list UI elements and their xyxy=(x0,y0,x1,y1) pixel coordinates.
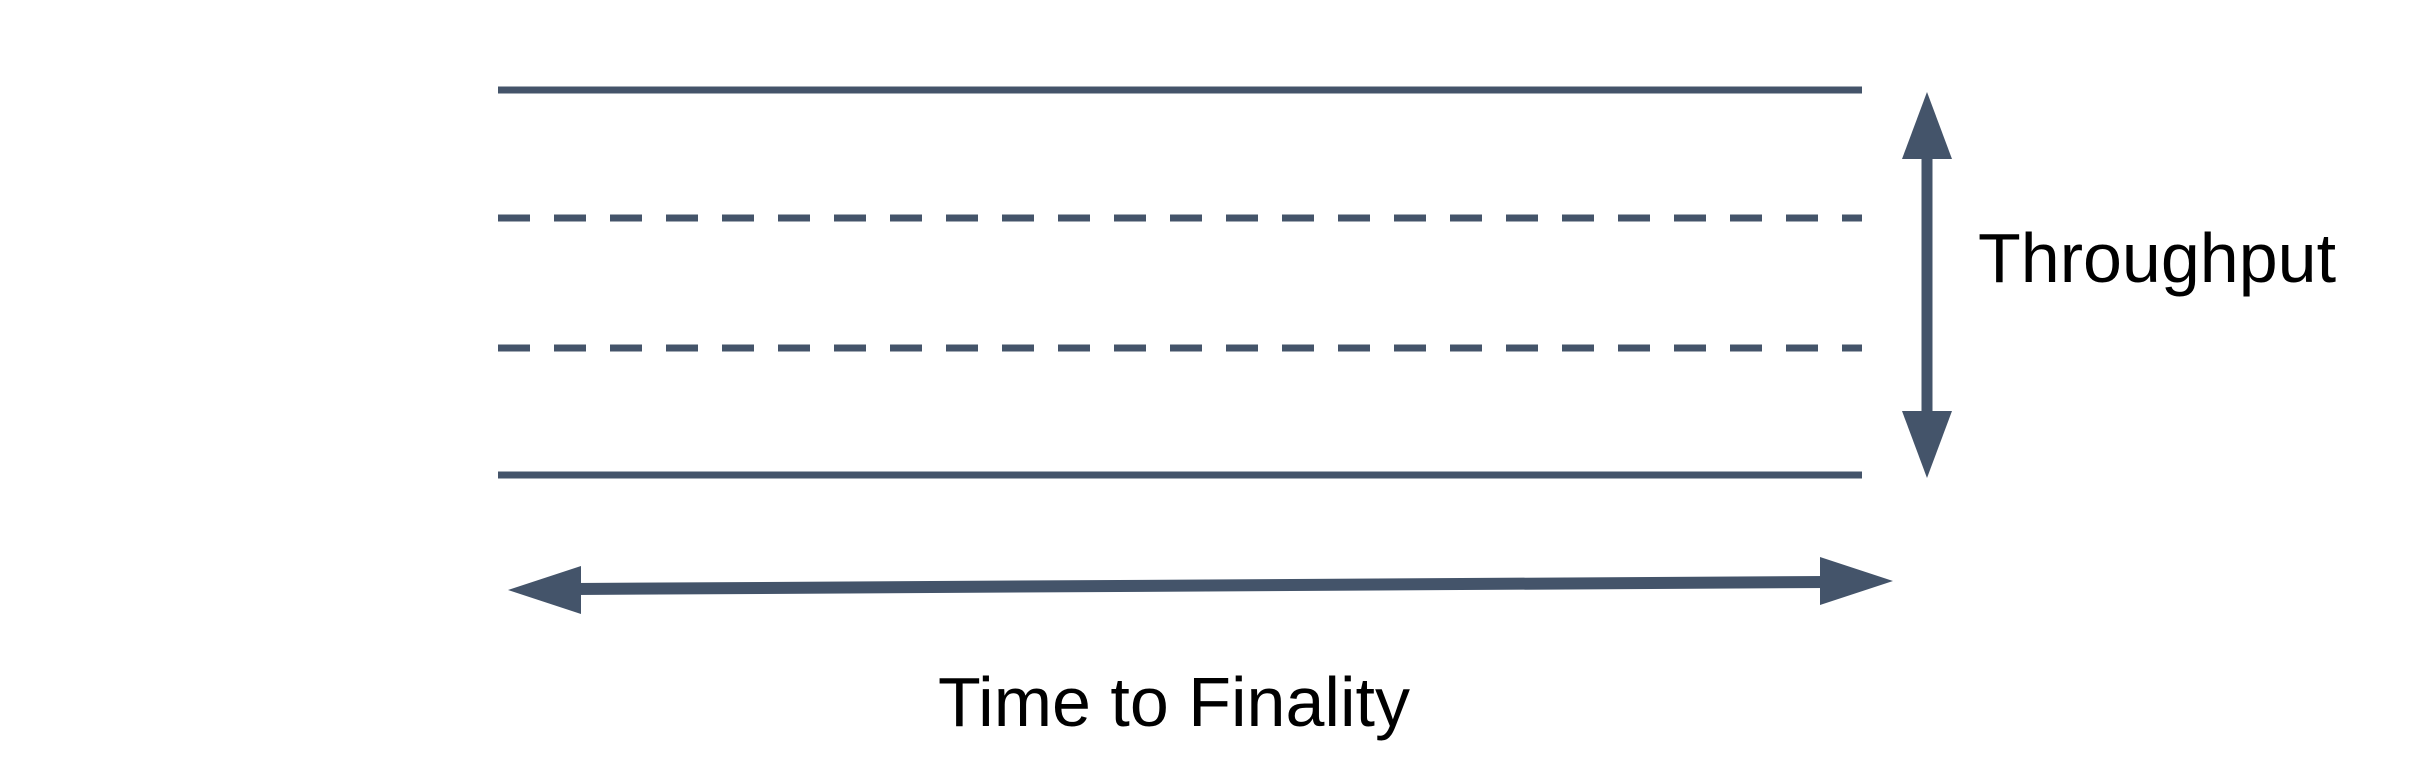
throughput-arrow-head-down xyxy=(1902,411,1952,478)
throughput-arrow xyxy=(1902,92,1952,478)
throughput-label: Throughput xyxy=(1978,219,2337,297)
time-to-finality-label: Time to Finality xyxy=(938,663,1410,741)
time-to-finality-arrow-head-left xyxy=(508,566,581,614)
throughput-arrow-head-up xyxy=(1902,92,1952,159)
time-to-finality-arrow xyxy=(508,557,1893,614)
time-to-finality-arrow-head-right xyxy=(1820,557,1893,605)
time-to-finality-arrow-shaft xyxy=(573,576,1828,595)
